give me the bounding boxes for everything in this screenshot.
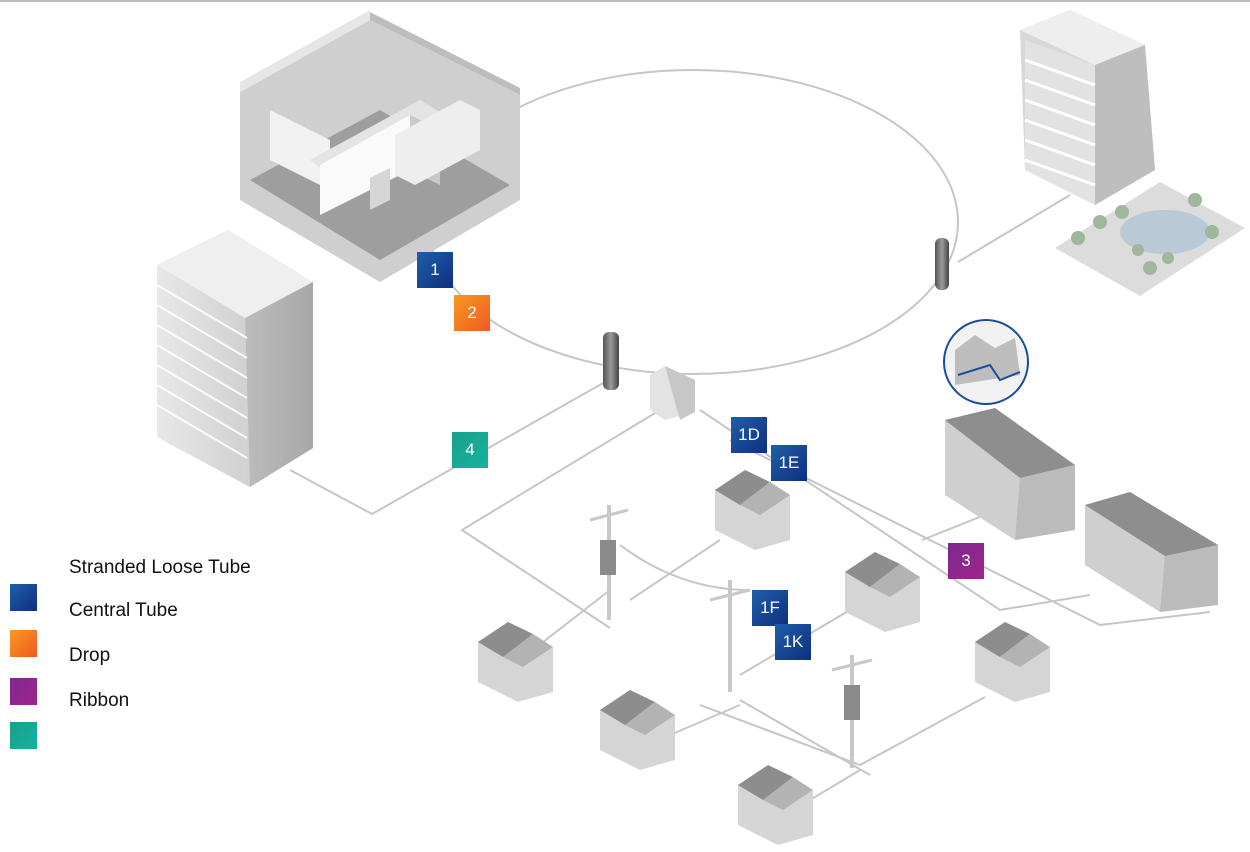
park-icon [1055, 182, 1245, 296]
badge-1[interactable]: 1 [417, 252, 453, 288]
badge-3[interactable]: 3 [948, 543, 984, 579]
splice-closure-icon-2 [603, 332, 619, 390]
badge-1d[interactable]: 1D [731, 417, 767, 453]
teal-swatch-icon [10, 722, 37, 749]
aerial-drop-1 [619, 544, 751, 591]
house-icon-d [600, 690, 675, 770]
townhouse-inset-icon [943, 319, 1029, 405]
legend-label: Central Tube [69, 600, 178, 621]
cable-to-tower [289, 377, 613, 516]
cable-to-apartment [957, 194, 1071, 263]
house-icon-a [715, 470, 790, 550]
badge-1k[interactable]: 1K [775, 624, 811, 660]
cable-lines [289, 69, 1211, 801]
legend-label: Drop [69, 645, 111, 666]
blue-swatch-icon [10, 584, 37, 611]
legend-label: Stranded Loose Tube [69, 557, 251, 578]
badge-4[interactable]: 4 [452, 432, 488, 468]
townhouse-row-icon-2 [1085, 492, 1218, 612]
top-divider [0, 0, 1250, 2]
drop-to-house-a [629, 539, 721, 601]
cable-to-street [460, 409, 661, 629]
street-cabinet-icon [650, 366, 695, 420]
drop-to-house-d [669, 704, 741, 736]
underground-run-2 [739, 699, 871, 776]
badge-1e[interactable]: 1E [771, 445, 807, 481]
purple-swatch-icon [10, 678, 37, 705]
apartment-building-icon [1020, 10, 1155, 205]
drop-to-house-e [809, 769, 861, 801]
utility-pole-icon-3 [831, 655, 873, 768]
townhouse-row-icon [945, 408, 1075, 540]
utility-pole-icon-2 [709, 580, 751, 692]
utility-pole-icon [589, 505, 629, 620]
data-center-icon [240, 10, 520, 282]
legend-label: Ribbon [69, 690, 130, 711]
orange-swatch-icon [10, 630, 37, 657]
house-icon-e [738, 765, 813, 845]
splice-closure-icon [935, 238, 949, 290]
house-icon-c [478, 622, 553, 702]
house-icon-f [975, 622, 1050, 702]
badge-2[interactable]: 2 [454, 295, 490, 331]
cable-to-townhouses-2 [729, 439, 1211, 627]
office-tower-icon [156, 230, 313, 487]
underground-run-1 [699, 696, 986, 767]
badge-1f[interactable]: 1F [752, 590, 788, 626]
house-icon-b [845, 552, 920, 632]
